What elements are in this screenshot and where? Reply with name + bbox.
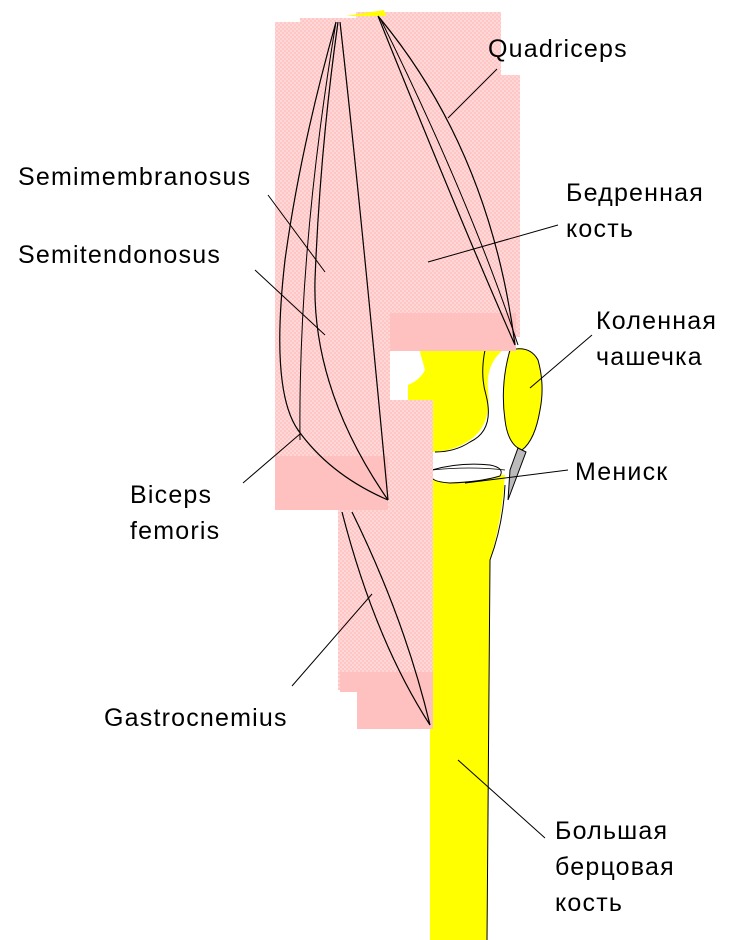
patellar-ligament <box>508 448 526 500</box>
label-femur-line2: кость <box>566 212 704 246</box>
label-meniscus: Мениск <box>575 455 668 489</box>
gastrocnemius-block-1 <box>338 510 433 690</box>
leader-patella <box>530 335 592 388</box>
label-semimembranosus: Semimembranosus <box>18 160 251 194</box>
quadriceps-block-2 <box>480 75 520 337</box>
tibia-bone <box>430 475 505 940</box>
hamstring-block-3 <box>388 400 433 512</box>
label-patella-line1: Коленная <box>596 304 717 338</box>
femur-top <box>346 10 386 16</box>
patella <box>503 349 542 450</box>
label-gastrocnemius: Gastrocnemius <box>104 701 288 735</box>
hamstring-block-2 <box>300 18 390 510</box>
label-quadriceps: Quadriceps <box>488 32 628 66</box>
label-tibia: Большая берцовая кость <box>555 814 675 922</box>
label-tibia-line3: кость <box>555 886 675 920</box>
label-femur: Бедренная кость <box>566 176 704 248</box>
hamstring-block-4 <box>275 456 388 510</box>
label-biceps-line2: femoris <box>130 514 220 548</box>
label-femur-line1: Бедренная <box>566 176 704 210</box>
label-tibia-line1: Большая <box>555 814 675 848</box>
label-patella-line2: чашечка <box>596 340 717 374</box>
quadriceps-block-3 <box>388 313 516 351</box>
label-biceps-femoris: Biceps femoris <box>130 478 220 550</box>
label-patella: Коленная чашечка <box>596 304 717 376</box>
label-biceps-line1: Biceps <box>130 478 220 512</box>
label-tibia-line2: берцовая <box>555 850 675 884</box>
label-semitendonosus: Semitendonosus <box>18 238 221 272</box>
